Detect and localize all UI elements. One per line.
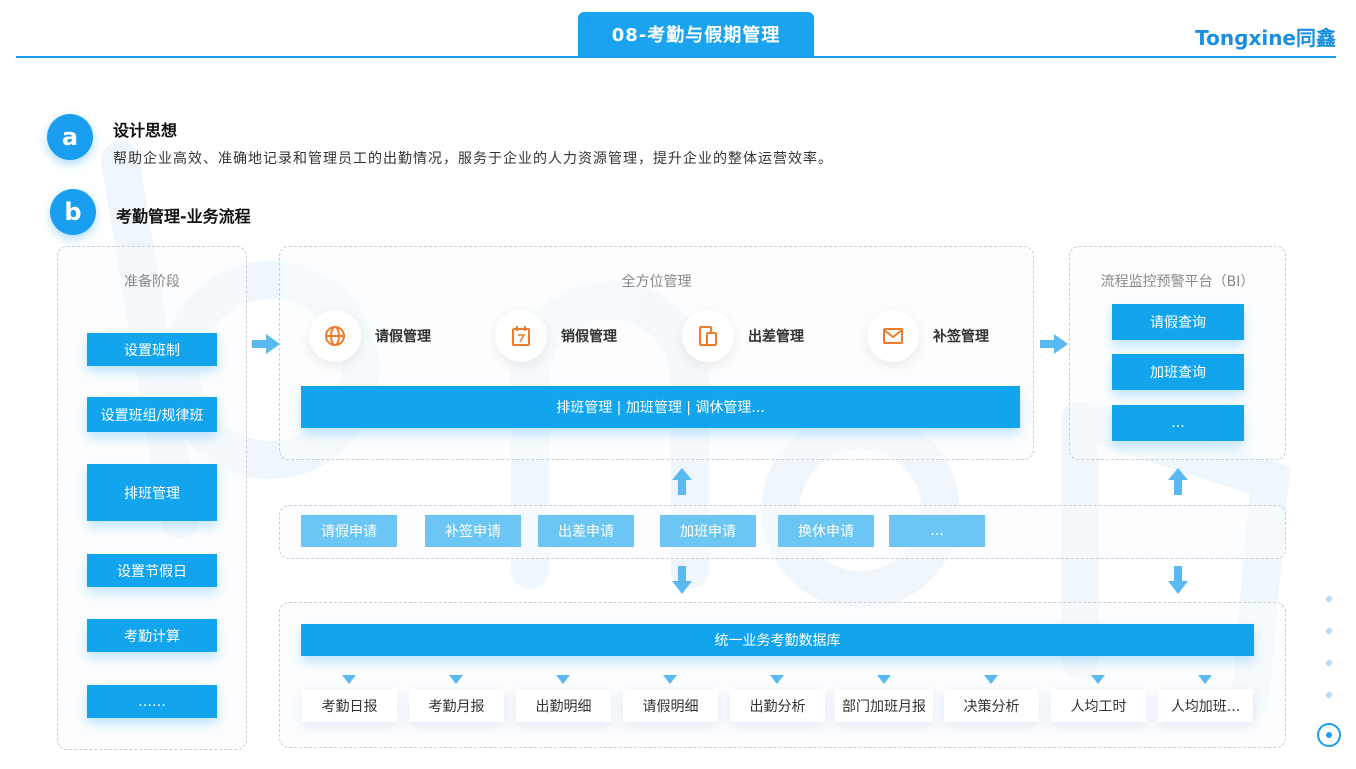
request-more[interactable]: ... [889,515,985,547]
calendar-icon [495,310,547,362]
triangle-down-icon [342,675,356,684]
request-business-trip[interactable]: 出差申请 [538,515,634,547]
triangle-down-icon [449,675,463,684]
prep-item-shift-system[interactable]: 设置班制 [87,333,217,366]
triangle-down-icon [663,675,677,684]
page-dot[interactable] [1326,660,1332,666]
request-overtime[interactable]: 加班申请 [660,515,756,547]
mgmt-panel-title: 全方位管理 [621,274,692,290]
page-dot[interactable] [1326,628,1332,634]
page-dot[interactable] [1326,596,1332,602]
request-leave[interactable]: 请假申请 [301,515,397,547]
mgmt-item-leave[interactable]: 请假管理 [309,310,431,362]
mail-icon [867,310,919,362]
bi-item-more[interactable]: ... [1112,405,1244,441]
page-dot[interactable] [1326,692,1332,698]
report-attendance-detail[interactable]: 出勤明细 [516,689,611,722]
triangle-down-icon [1198,675,1212,684]
section-b-title: 考勤管理-业务流程 [116,207,251,226]
prep-item-scheduling[interactable]: 排班管理 [87,464,217,521]
page-title: 08-考勤与假期管理 [578,12,814,56]
section-a-title: 设计思想 [113,121,178,140]
report-dept-overtime[interactable]: 部门加班月报 [835,689,933,722]
report-attendance-analysis[interactable]: 出勤分析 [730,689,825,722]
report-avg-hours[interactable]: 人均工时 [1051,689,1146,722]
prep-panel-title: 准备阶段 [124,274,180,290]
mgmt-item-label: 补签管理 [933,329,989,345]
request-shift-swap[interactable]: 换休申请 [778,515,874,547]
bi-item-overtime-query[interactable]: 加班查询 [1112,354,1244,390]
arrow-down-icon [672,566,692,594]
mgmt-item-label: 请假管理 [375,329,431,345]
report-daily[interactable]: 考勤日报 [302,689,397,722]
prep-item-attendance-calc[interactable]: 考勤计算 [87,619,217,652]
triangle-down-icon [984,675,998,684]
report-decision-analysis[interactable]: 决策分析 [944,689,1039,722]
arrow-down-icon [1168,566,1188,594]
triangle-down-icon [877,675,891,684]
arrow-up-icon [1168,468,1188,495]
mgmt-item-label: 销假管理 [561,329,617,345]
triangle-down-icon [556,675,570,684]
section-b-badge: b [50,189,96,235]
bi-item-leave-query[interactable]: 请假查询 [1112,304,1244,340]
triangle-down-icon [770,675,784,684]
request-resign[interactable]: 补签申请 [425,515,521,547]
section-a-badge: a [47,114,93,160]
arrow-up-icon [672,468,692,495]
database-bar[interactable]: 统一业务考勤数据库 [301,624,1254,656]
section-a-desc: 帮助企业高效、准确地记录和管理员工的出勤情况，服务于企业的人力资源管理，提升企业… [113,151,833,167]
bi-panel-title: 流程监控预警平台（BI） [1100,274,1255,290]
prep-item-more[interactable]: …… [87,685,217,718]
mgmt-item-business-trip[interactable]: 出差管理 [682,310,804,362]
report-leave-detail[interactable]: 请假明细 [623,689,718,722]
header-divider [16,56,1336,58]
mgmt-item-resign[interactable]: 补签管理 [867,310,989,362]
prep-item-shift-group[interactable]: 设置班组/规律班 [87,397,217,432]
report-monthly[interactable]: 考勤月报 [409,689,504,722]
devices-icon [682,310,734,362]
prep-item-holidays[interactable]: 设置节假日 [87,554,217,587]
mgmt-scheduling-bar[interactable]: 排班管理 | 加班管理 | 调休管理... [301,386,1020,428]
arrow-right-icon [252,334,280,354]
arrow-right-icon [1040,334,1068,354]
report-avg-overtime[interactable]: 人均加班... [1158,689,1253,722]
page-indicator-active[interactable] [1317,723,1341,747]
globe-icon [309,310,361,362]
mgmt-item-leave-cancel[interactable]: 销假管理 [495,310,617,362]
triangle-down-icon [1091,675,1105,684]
brand-logo: Tonɡxine同鑫 [1195,26,1336,50]
mgmt-item-label: 出差管理 [748,329,804,345]
